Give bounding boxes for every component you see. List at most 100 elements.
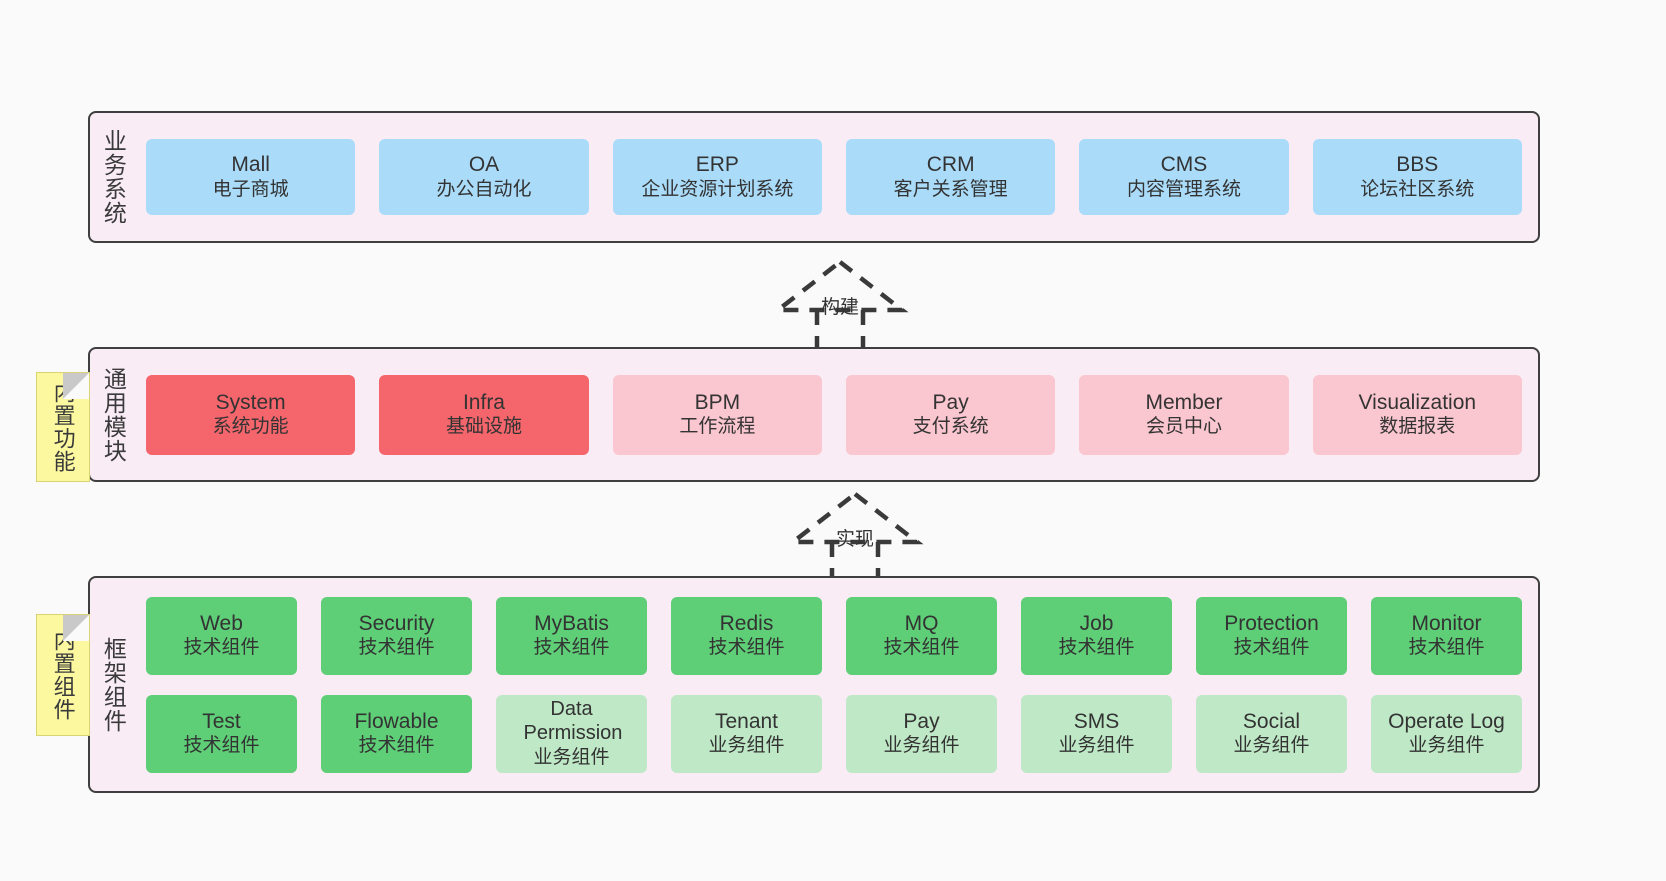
note-label: 内置功能	[50, 381, 76, 473]
card-security[interactable]: Security 技术组件	[321, 596, 472, 675]
card-title-cn: 工作流程	[679, 416, 756, 438]
layer-common-modules: 通用模块 System 系统功能 Infra 基础设施 BPM 工作流程 Pay…	[88, 347, 1540, 482]
card-title-en: Tenant	[714, 709, 779, 733]
card-title-en: Flowable	[354, 709, 439, 733]
card-row: Test 技术组件 Flowable 技术组件 Data Permission …	[146, 694, 1522, 773]
card-title-en: Member	[1145, 390, 1223, 414]
card-mall[interactable]: Mall 电子商城	[146, 139, 356, 215]
card-title-cn: 业务组件	[1408, 735, 1485, 757]
card-title-cn: 数据报表	[1379, 416, 1456, 438]
card-title-en: CMS	[1160, 153, 1208, 177]
layer-title-framework: 框架组件	[100, 636, 127, 733]
card-title-en: Social	[1242, 709, 1301, 733]
card-oa[interactable]: OA 办公自动化	[379, 139, 589, 215]
card-title-en: ERP	[695, 153, 739, 177]
arrow-build: 构建	[755, 258, 925, 358]
card-pay-component[interactable]: Pay 业务组件	[846, 694, 997, 773]
card-job[interactable]: Job 技术组件	[1021, 596, 1172, 675]
card-title-en: SMS	[1073, 709, 1120, 733]
card-title-en: Monitor	[1411, 611, 1482, 635]
card-operate-log[interactable]: Operate Log 业务组件	[1371, 694, 1522, 773]
layer-framework-components: 框架组件 Web 技术组件 Security 技术组件 MyBatis 技术组件…	[88, 576, 1540, 793]
card-title-en: Protection	[1224, 611, 1319, 635]
layer-title-business: 业务系统	[100, 129, 127, 225]
card-title-en: MyBatis	[534, 611, 609, 635]
card-mq[interactable]: MQ 技术组件	[846, 596, 997, 675]
card-title-cn: 系统功能	[212, 416, 289, 438]
card-row: Mall 电子商城 OA 办公自动化 ERP 企业资源计划系统 CRM 客户关系…	[146, 139, 1522, 215]
card-cms[interactable]: CMS 内容管理系统	[1079, 139, 1289, 215]
card-title-en: Infra	[462, 390, 505, 414]
arrow-label-implement: 实现	[835, 529, 875, 550]
card-title-cn: 技术组件	[358, 735, 435, 757]
card-title-en: Test	[202, 709, 241, 733]
card-title-cn: 内容管理系统	[1126, 178, 1241, 200]
card-tenant[interactable]: Tenant 业务组件	[671, 694, 822, 773]
card-test[interactable]: Test 技术组件	[146, 694, 297, 773]
layer-body-business: Mall 电子商城 OA 办公自动化 ERP 企业资源计划系统 CRM 客户关系…	[136, 113, 1538, 241]
card-title-cn: 技术组件	[1058, 637, 1135, 659]
layer-body-modules: System 系统功能 Infra 基础设施 BPM 工作流程 Pay 支付系统…	[136, 349, 1538, 480]
card-title-cn: 基础设施	[445, 416, 522, 438]
card-title-cn: 技术组件	[183, 637, 260, 659]
card-bbs[interactable]: BBS 论坛社区系统	[1312, 139, 1522, 215]
card-title-cn: 业务组件	[533, 746, 610, 768]
card-flowable[interactable]: Flowable 技术组件	[321, 694, 472, 773]
card-title-cn: 业务组件	[1233, 735, 1310, 757]
card-title-en: System	[215, 390, 286, 414]
card-title-en: Operate Log	[1388, 709, 1505, 733]
card-title-cn: 技术组件	[533, 637, 610, 659]
card-row: Web 技术组件 Security 技术组件 MyBatis 技术组件 Redi…	[146, 596, 1522, 675]
card-title-en: Job	[1079, 611, 1114, 635]
layer-title-modules: 通用模块	[100, 366, 127, 463]
card-title-cn: 技术组件	[183, 735, 260, 757]
card-title-cn: 业务组件	[883, 735, 960, 757]
card-title-cn: 办公自动化	[436, 178, 532, 200]
card-title-en: Mall	[231, 153, 270, 177]
card-row: System 系统功能 Infra 基础设施 BPM 工作流程 Pay 支付系统…	[146, 374, 1522, 455]
card-title-en: OA	[468, 153, 500, 177]
card-member[interactable]: Member 会员中心	[1079, 374, 1289, 455]
arrow-label-build: 构建	[820, 297, 860, 318]
card-title-cn: 技术组件	[1233, 637, 1310, 659]
card-web[interactable]: Web 技术组件	[146, 596, 297, 675]
card-title-cn: 业务组件	[1058, 735, 1135, 757]
card-monitor[interactable]: Monitor 技术组件	[1371, 596, 1522, 675]
card-title-cn: 技术组件	[358, 637, 435, 659]
card-title-cn: 电子商城	[212, 178, 289, 200]
card-sms[interactable]: SMS 业务组件	[1021, 694, 1172, 773]
layer-body-framework: Web 技术组件 Security 技术组件 MyBatis 技术组件 Redi…	[136, 578, 1538, 791]
card-data-permission[interactable]: Data Permission 业务组件	[496, 694, 647, 773]
card-visualization[interactable]: Visualization 数据报表	[1312, 374, 1522, 455]
card-social[interactable]: Social 业务组件	[1196, 694, 1347, 773]
card-title-en: Pay	[903, 709, 940, 733]
card-erp[interactable]: ERP 企业资源计划系统	[612, 139, 822, 215]
card-bpm[interactable]: BPM 工作流程	[612, 374, 822, 455]
layer-business-systems: 业务系统 Mall 电子商城 OA 办公自动化 ERP 企业资源计划系统 CRM…	[88, 111, 1540, 243]
card-protection[interactable]: Protection 技术组件	[1196, 596, 1347, 675]
note-builtin-functions: 内置功能	[36, 372, 90, 482]
card-title-cn: 技术组件	[883, 637, 960, 659]
card-title-en: MQ	[904, 611, 939, 635]
card-title-en: CRM	[926, 153, 975, 177]
note-builtin-components: 内置组件	[36, 614, 90, 736]
card-title-en: Visualization	[1358, 390, 1477, 414]
card-system[interactable]: System 系统功能	[146, 374, 356, 455]
card-title-en: Data Permission	[523, 697, 623, 745]
card-mybatis[interactable]: MyBatis 技术组件	[496, 596, 647, 675]
card-crm[interactable]: CRM 客户关系管理	[845, 139, 1056, 215]
card-title-cn: 技术组件	[1408, 637, 1485, 659]
card-pay-module[interactable]: Pay 支付系统	[845, 374, 1056, 455]
card-title-cn: 客户关系管理	[893, 178, 1008, 200]
note-label: 内置组件	[50, 629, 76, 721]
card-title-cn: 支付系统	[912, 416, 989, 438]
card-infra[interactable]: Infra 基础设施	[379, 374, 589, 455]
card-title-en: Security	[358, 611, 435, 635]
card-title-en: BPM	[694, 390, 741, 414]
card-title-en: Redis	[719, 611, 774, 635]
card-redis[interactable]: Redis 技术组件	[671, 596, 822, 675]
card-title-cn: 业务组件	[708, 735, 785, 757]
card-title-cn: 会员中心	[1145, 416, 1222, 438]
arrow-implement: 实现	[770, 490, 940, 590]
card-title-cn: 技术组件	[708, 637, 785, 659]
